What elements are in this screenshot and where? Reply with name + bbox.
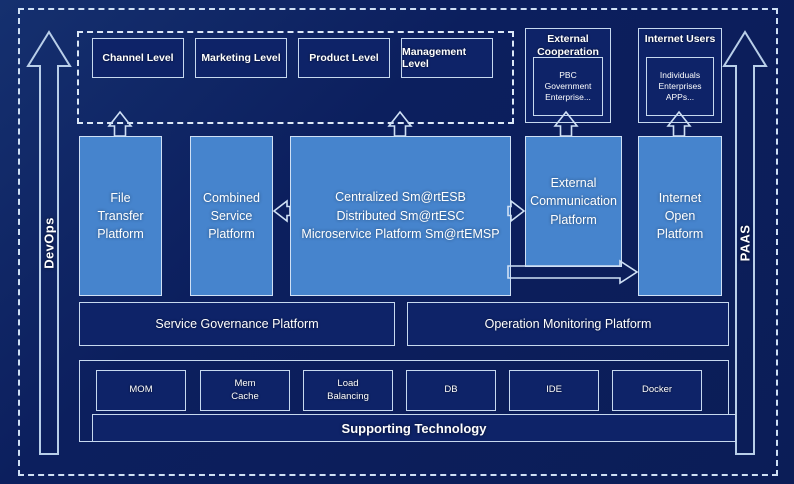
up-arrow-icon	[722, 30, 768, 455]
business-levels-group	[77, 31, 514, 124]
governance-label: Service Governance Platform	[155, 317, 319, 331]
paas-arrow: PAAS	[722, 28, 768, 458]
tech-label: Docker	[641, 384, 673, 396]
governance-label: Operation Monitoring Platform	[484, 317, 652, 331]
paas-arrow-label: PAAS	[737, 224, 753, 262]
tech-label: DB	[444, 384, 458, 396]
tech-box-db[interactable]: DB	[406, 370, 496, 411]
level-box-product[interactable]: Product Level	[298, 38, 390, 78]
external-cooperation-title: External Cooperation	[537, 33, 599, 59]
level-box-channel[interactable]: Channel Level	[92, 38, 184, 78]
external-cooperation-box[interactable]: External Cooperation PBC Government Ente…	[525, 28, 611, 123]
level-label: Management Level	[402, 46, 467, 70]
tech-box-mom[interactable]: MOM	[96, 370, 186, 411]
internet-users-members: Individuals Enterprises APPs...	[646, 57, 714, 116]
operation-monitoring-platform[interactable]: Operation Monitoring Platform	[407, 302, 729, 346]
outer-dashed-frame	[18, 8, 778, 476]
level-label: Channel Level	[102, 52, 174, 64]
supporting-technology-label: Supporting Technology	[341, 420, 487, 436]
tech-label: IDE	[546, 384, 562, 396]
tech-box-docker[interactable]: Docker	[612, 370, 702, 411]
supporting-technology-bar[interactable]: Supporting Technology	[92, 414, 736, 442]
external-cooperation-members: PBC Government Enterprise...	[533, 57, 603, 116]
service-governance-platform[interactable]: Service Governance Platform	[79, 302, 395, 346]
internet-users-title: Internet Users	[644, 33, 716, 45]
tech-box-ide[interactable]: IDE	[509, 370, 599, 411]
internet-users-box[interactable]: Internet Users Individuals Enterprises A…	[638, 28, 722, 123]
level-label: Product Level	[309, 52, 379, 64]
devops-arrow-label: DevOps	[41, 217, 57, 269]
devops-arrow: DevOps	[26, 28, 72, 458]
up-arrow-icon	[26, 30, 72, 455]
level-label: Marketing Level	[201, 52, 281, 64]
level-box-marketing[interactable]: Marketing Level	[195, 38, 287, 78]
tech-label: MOM	[129, 384, 153, 396]
level-box-management[interactable]: Management Level	[401, 38, 493, 78]
